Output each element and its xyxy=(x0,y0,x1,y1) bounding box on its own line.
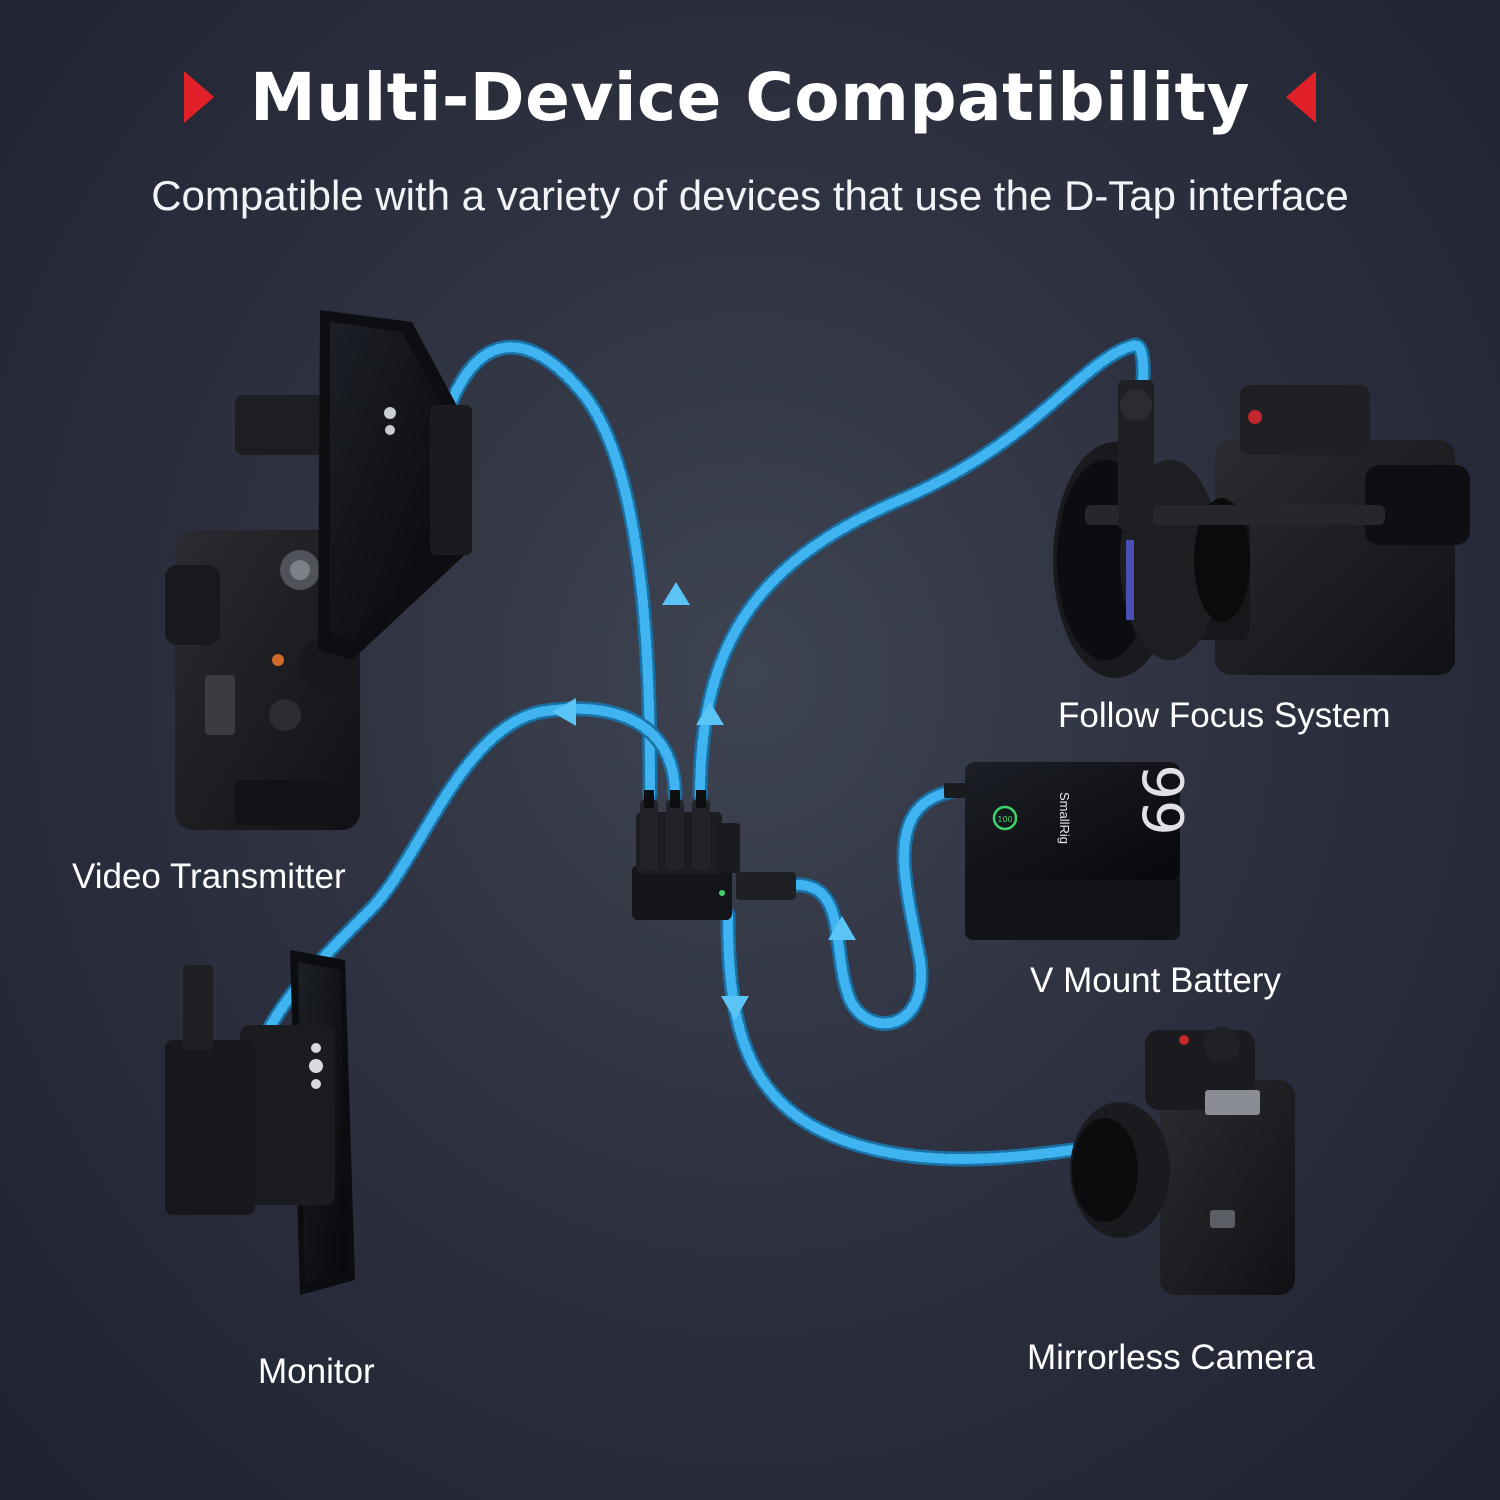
flow-arrows xyxy=(552,582,856,1020)
up-arrow-icon xyxy=(828,916,856,940)
down-arrow-icon xyxy=(721,996,749,1020)
battery-badge-text: 100 xyxy=(997,815,1012,824)
v-mount-battery: 100 SmallRig 99 xyxy=(944,762,1194,940)
page-title: Multi-Device Compatibility xyxy=(249,58,1251,136)
label-follow-focus-system: Follow Focus System xyxy=(1058,696,1391,735)
headline: Multi-Device Compatibility xyxy=(0,52,1500,142)
video-transmitter-rig xyxy=(165,310,472,830)
right-red-triangle-marker-icon xyxy=(1286,71,1317,123)
up-arrow-icon xyxy=(662,582,690,605)
cable-to-battery xyxy=(782,782,968,1031)
cable-to-mirrorless-camera xyxy=(720,907,1080,1167)
left-red-triangle-marker-icon xyxy=(183,71,214,123)
page-subtitle: Compatible with a variety of devices tha… xyxy=(151,172,1349,219)
dtap-splitter-hub xyxy=(632,790,796,920)
label-v-mount-battery: V Mount Battery xyxy=(1030,961,1281,1000)
monitor-device xyxy=(165,950,355,1295)
cables xyxy=(240,337,1151,1167)
up-arrow-icon xyxy=(696,702,724,725)
battery-brand-text: SmallRig xyxy=(1057,792,1072,844)
left-arrow-icon xyxy=(552,698,576,726)
cable-to-video-transmitter xyxy=(437,339,658,803)
follow-focus-camera-rig xyxy=(1053,380,1470,678)
label-mirrorless-camera: Mirrorless Camera xyxy=(1027,1338,1315,1377)
cable-to-follow-focus xyxy=(692,337,1151,803)
label-video-transmitter: Video Transmitter xyxy=(72,857,346,896)
label-monitor: Monitor xyxy=(258,1352,375,1391)
battery-percent-text: 99 xyxy=(1129,764,1194,835)
cable-to-monitor xyxy=(240,701,683,1113)
mirrorless-camera xyxy=(1070,1027,1295,1295)
